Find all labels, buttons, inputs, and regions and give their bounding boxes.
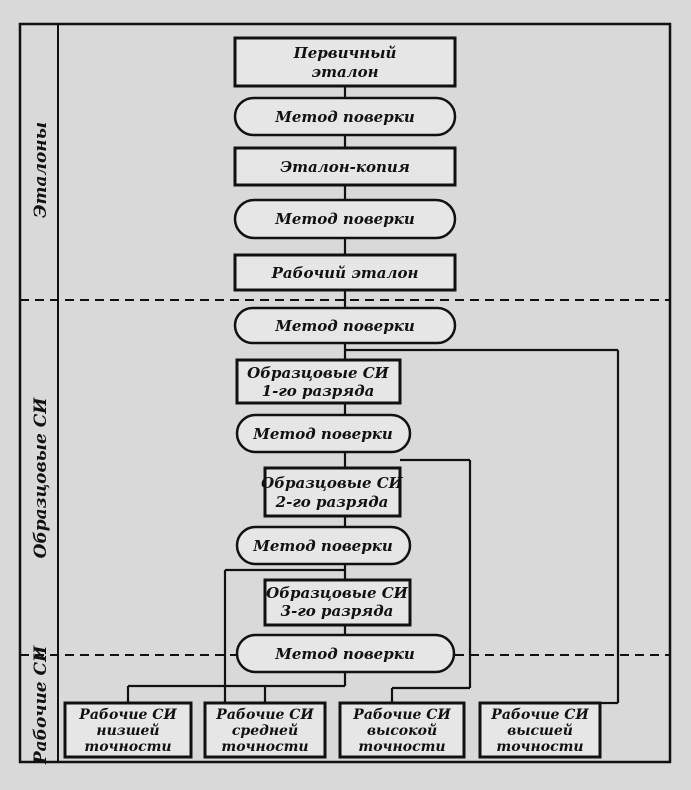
method-node-4: Метод поверки [235,413,412,454]
method-node-6: Метод поверки [235,633,456,674]
working-etalon-label: Рабочий эталон [271,264,419,282]
section-label-working: Рабочие СИ [31,645,51,765]
reference-grade-1-line2: 1-го разряда [262,382,375,400]
method-label-3: Метод поверки [274,317,415,335]
reference-grade-1-line1: Образцовые СИ [247,364,390,382]
reference-grade-3-node: Образцовые СИ 3-го разряда [263,578,412,627]
reference-grade-1-node: Образцовые СИ 1-го разряда [235,358,402,405]
method-node-2: Метод поверки [233,198,457,240]
working-etalon-node: Рабочий эталон [233,253,457,292]
method-node-5: Метод поверки [235,525,412,566]
svg-text:Рабочие СИ: Рабочие СИ [490,707,589,723]
method-label-1: Метод поверки [274,108,415,126]
svg-text:точности: точности [221,739,308,755]
connectors [126,86,620,705]
working-instrument-high: Рабочие СИ высокой точности [338,701,466,759]
reference-grade-2-line1: Образцовые СИ [261,474,404,492]
etalon-copy-node: Эталон-копия [233,146,457,187]
working-instrument-highest: Рабочие СИ высшей точности [478,701,602,759]
section-label-etalons: Эталоны [31,122,51,218]
reference-grade-3-line1: Образцовые СИ [266,584,409,602]
method-node-3: Метод поверки [233,306,457,345]
svg-text:Рабочие СИ: Рабочие СИ [78,707,177,723]
primary-etalon-line2: эталон [311,63,378,81]
reference-grade-3-line2: 3-го разряда [281,602,394,620]
primary-etalon-line1: Первичный [293,44,397,62]
outer-frame [18,22,672,764]
svg-text:Рабочие СИ: Рабочие СИ [352,707,451,723]
working-instrument-medium: Рабочие СИ средней точности [203,701,327,759]
reference-grade-2-line2: 2-го разряда [275,493,389,511]
svg-text:высокой: высокой [367,722,437,739]
svg-text:средней: средней [232,722,298,739]
method-label-5: Метод поверки [252,537,393,555]
method-label-2: Метод поверки [274,210,415,228]
svg-text:низшей: низшей [96,722,159,739]
svg-text:Рабочие СИ: Рабочие СИ [215,707,314,723]
method-label-6: Метод поверки [274,645,415,663]
svg-text:точности: точности [84,739,171,755]
svg-text:точности: точности [358,739,445,755]
etalon-copy-label: Эталон-копия [280,158,410,176]
method-node-1: Метод поверки [233,96,457,137]
svg-text:точности: точности [496,739,583,755]
method-label-4: Метод поверки [252,425,393,443]
working-instrument-low: Рабочие СИ низшей точности [63,701,193,759]
primary-etalon-node: Первичный эталон [233,36,457,88]
reference-grade-2-node: Образцовые СИ 2-го разряда [261,466,404,518]
svg-text:высшей: высшей [507,722,573,739]
section-label-reference: Образцовые СИ [31,397,51,559]
